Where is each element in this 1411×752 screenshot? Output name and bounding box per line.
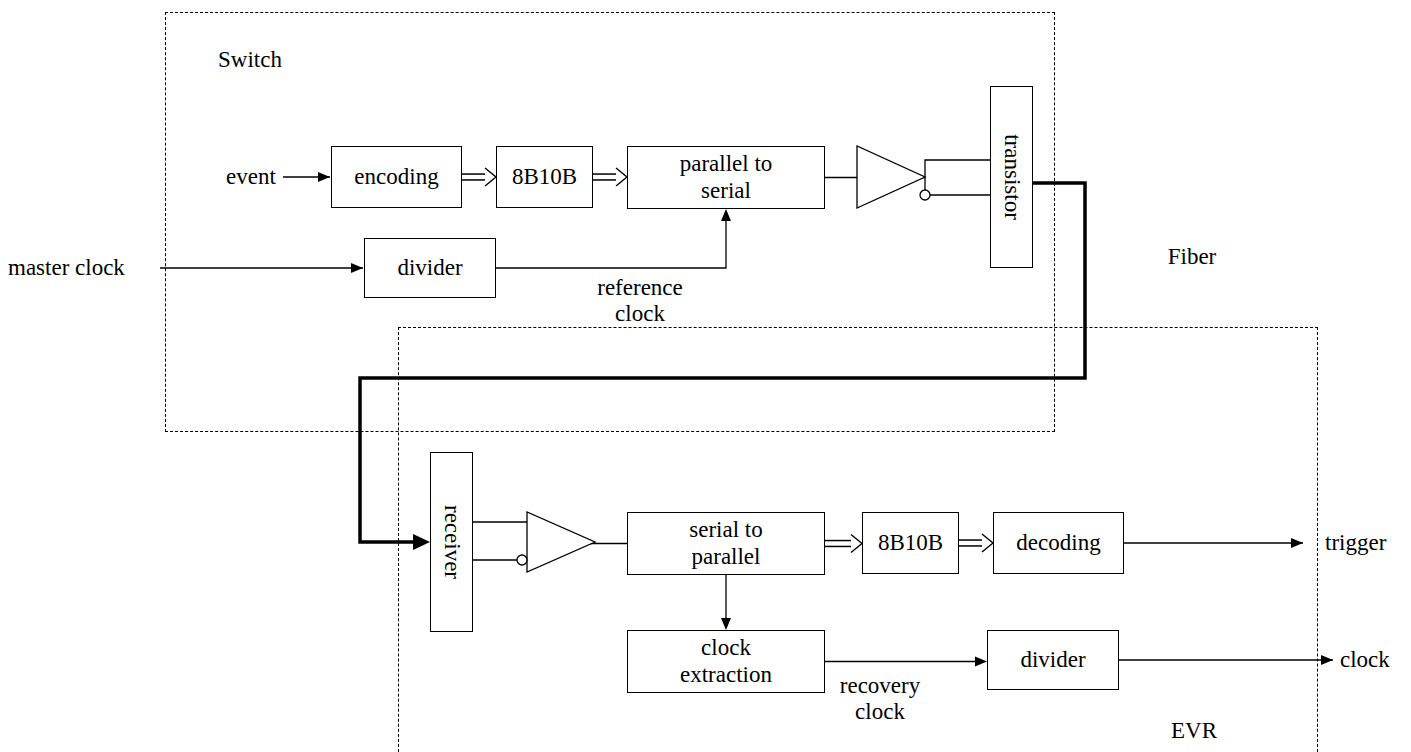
buffer-symbol: [527, 512, 595, 572]
signal-wire: [825, 657, 987, 667]
buffer-symbol: [857, 146, 925, 208]
process-box: parallel to serial: [627, 146, 825, 209]
process-box: decoding: [993, 512, 1124, 574]
bus-arrow: [593, 168, 627, 186]
arrow-head: [975, 657, 987, 667]
bus-outline: [825, 540, 851, 547]
box-text: serial to parallel: [669, 517, 784, 570]
box-text: Switch: [218, 47, 282, 73]
box-text: divider: [1020, 647, 1085, 673]
signal-wire: [721, 575, 731, 630]
box-text: EVR: [1171, 718, 1217, 744]
inverter-bubble: [517, 555, 527, 565]
bus-arrow: [462, 168, 496, 186]
signal-label: Fiber: [1168, 244, 1217, 270]
box-text: transistor: [998, 134, 1024, 220]
clock-wire: [160, 267, 363, 268]
arrow-head: [851, 535, 862, 553]
arrow-head: [413, 534, 430, 550]
process-box: encoding: [331, 146, 462, 208]
process-box: divider: [364, 238, 496, 298]
arrow-head: [721, 618, 731, 630]
signal-label: event: [226, 164, 276, 190]
bus-core: [825, 541, 851, 545]
driver-wire: [924, 177, 925, 190]
optical-port: transistor: [990, 86, 1033, 268]
bus-core: [462, 175, 485, 179]
bus-arrow: [959, 534, 993, 552]
wire-path: [825, 160, 990, 178]
region-frame: Switch encoding 8B10B parallel to serial tra…: [165, 12, 1055, 432]
optical-port: receiver: [430, 452, 473, 632]
box-text: divider: [397, 255, 462, 281]
box-text: encoding: [354, 164, 438, 190]
bus-outline: [462, 173, 485, 180]
inverter-bubble: [920, 190, 930, 200]
signal-wire: [825, 160, 990, 178]
process-box: 8B10B: [862, 512, 959, 574]
process-box: divider: [987, 630, 1119, 690]
signal-label: master clock: [8, 255, 125, 281]
signal-label: recovery clock: [830, 673, 930, 726]
driver-wire: [930, 194, 990, 195]
signal-wire: [473, 522, 627, 544]
wire-path: [473, 522, 627, 544]
signal-label: clock: [1340, 647, 1390, 673]
bus-outline: [959, 539, 982, 546]
box-text: 8B10B: [878, 530, 943, 556]
box-text: parallel to serial: [664, 151, 789, 204]
box-text: decoding: [1016, 530, 1100, 556]
box-text: clock extraction: [669, 635, 784, 688]
box-text: 8B10B: [512, 164, 577, 190]
wire-path: [725, 575, 726, 619]
bus-core: [593, 175, 616, 179]
arrow-head: [721, 209, 731, 221]
bus-core: [959, 541, 982, 545]
signal-label: trigger: [1325, 530, 1386, 556]
arrow-head: [616, 168, 627, 186]
process-box: clock extraction: [627, 630, 825, 693]
box-text: receiver: [438, 505, 464, 579]
process-box: 8B10B: [496, 146, 593, 208]
wire-path: [825, 661, 976, 662]
output-wire: [1124, 542, 1303, 543]
output-wire: [1119, 659, 1333, 660]
input-wire: [283, 176, 330, 177]
bus-arrow: [825, 535, 862, 553]
arrow-head: [982, 534, 993, 552]
bus-outline: [593, 173, 616, 180]
arrow-head: [485, 168, 496, 186]
process-box: serial to parallel: [627, 512, 825, 575]
signal-wire: [496, 209, 731, 268]
wire-path: [496, 220, 726, 268]
signal-label: reference clock: [583, 275, 698, 328]
